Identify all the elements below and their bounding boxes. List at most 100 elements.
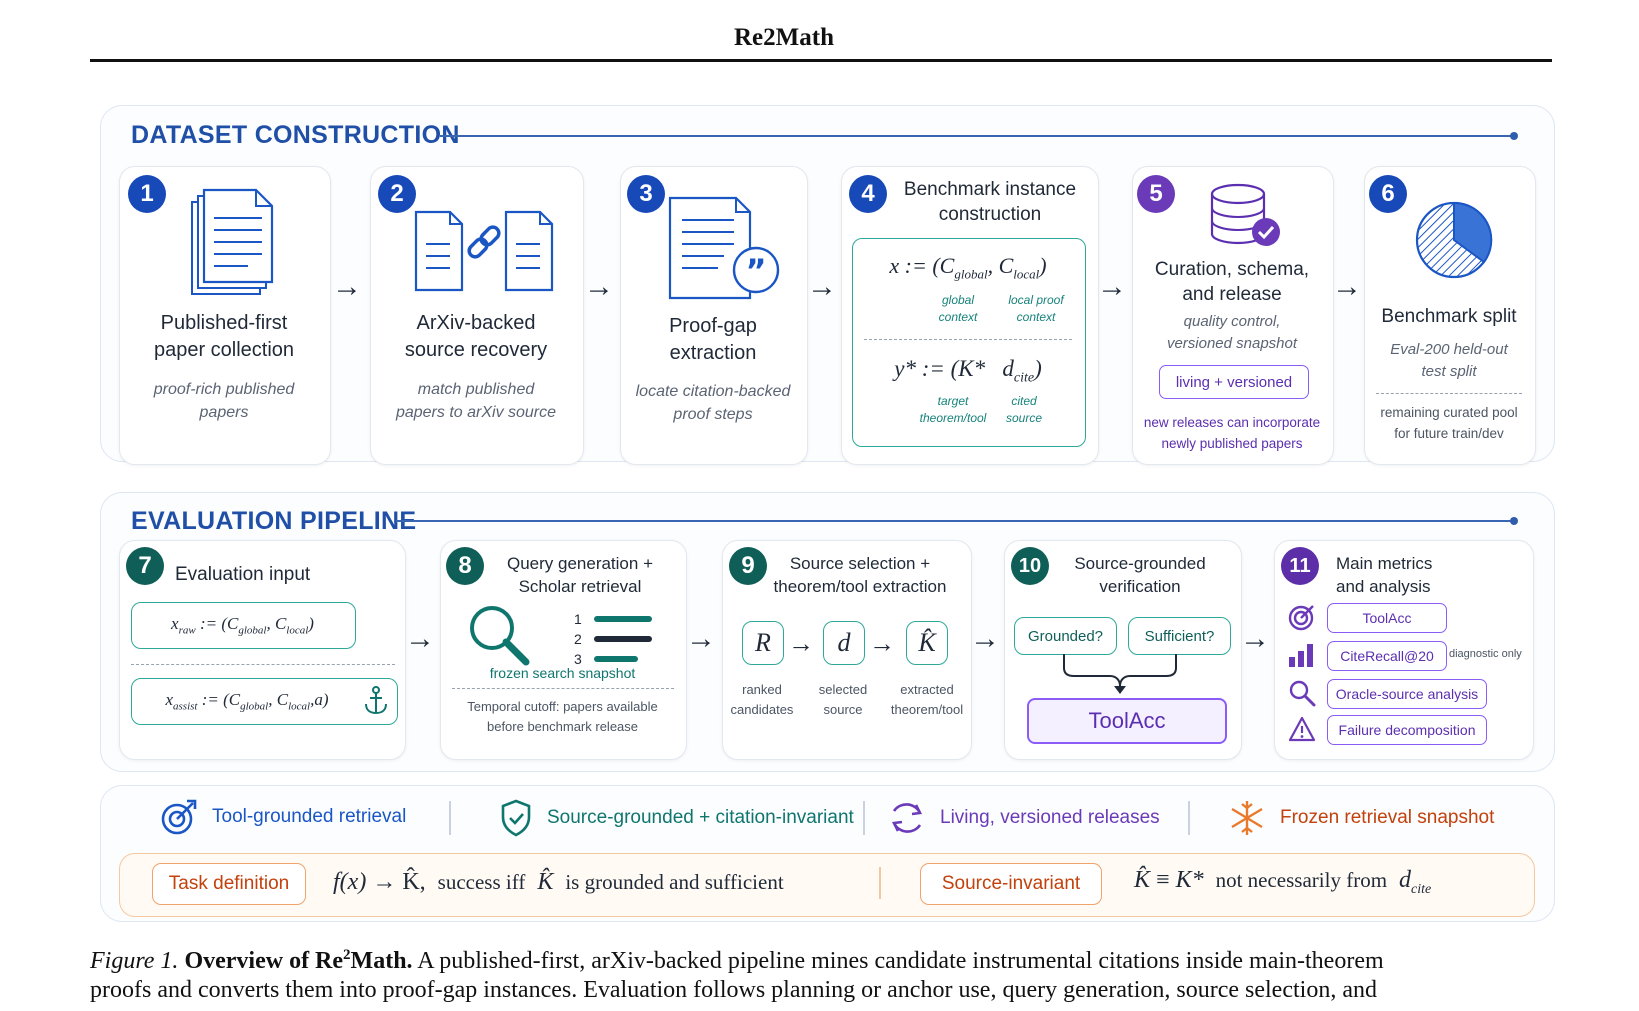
label-cited-line2: source	[1005, 411, 1043, 425]
step-6-divider	[1376, 393, 1522, 394]
caption-bold-post: Math.	[350, 948, 413, 974]
assist-rest: := (C	[197, 690, 241, 709]
rank-2: 2	[574, 631, 582, 647]
x-formula-local: local	[1013, 266, 1040, 282]
rank-bar-3	[594, 656, 638, 662]
step-badge-9: 9	[729, 547, 767, 585]
evaluation-section-line	[396, 520, 1512, 522]
y-formula-d: d	[1002, 356, 1014, 381]
caption-bold-pre: Overview of Re	[184, 948, 344, 974]
r-box: R	[742, 621, 784, 665]
rank-3: 3	[574, 651, 582, 667]
step-4-title-line1: Benchmark instance	[903, 179, 1077, 200]
step-4-title-line2: construction	[938, 204, 1042, 225]
flow-arrow-7-8: →	[405, 622, 435, 655]
evaluation-section-dot	[1510, 517, 1518, 525]
bar-chart-icon	[1289, 644, 1313, 667]
step-badge-10: 10	[1011, 547, 1049, 585]
label-local-context: local proof context	[993, 292, 1079, 326]
step-1-sub-line1: proof-rich published	[153, 381, 295, 398]
label-target-theorem: target theorem/tool	[910, 393, 996, 427]
step-7-title: Evaluation input	[175, 564, 311, 585]
figure-caption: Figure 1. Overview of Re2Math. A publish…	[90, 941, 1560, 1005]
assist-x: x	[165, 690, 174, 709]
target-arrow-icon	[161, 799, 197, 835]
step-2-title: ArXiv-backed source recovery	[370, 310, 582, 364]
caption-line-1: Figure 1. Overview of Re2Math. A publish…	[90, 941, 1560, 976]
pie-split-icon	[1415, 201, 1493, 279]
legend-sep-2	[863, 801, 865, 835]
task-arrow: → K̂,	[366, 869, 426, 895]
x-formula-end: )	[1039, 253, 1047, 278]
step-6-note-line2: for future train/dev	[1394, 426, 1504, 441]
step-badge-3: 3	[627, 175, 665, 213]
step-1-title-line1: Published-first	[160, 312, 288, 334]
task-definition-pill: Task definition	[152, 863, 306, 905]
assist-input-box	[131, 678, 398, 725]
step-badge-11: 11	[1281, 547, 1319, 585]
x-formula-global: global	[954, 266, 988, 282]
step-2-title-line1: ArXiv-backed	[416, 312, 536, 334]
inv-k: K̂	[1134, 867, 1151, 893]
task-formula: f(x) → K̂, success iff K̂ is grounded an…	[333, 869, 784, 896]
rank-1: 1	[574, 611, 582, 627]
step-5-note-line2: newly published papers	[1161, 436, 1303, 451]
step-8-title-line1: Query generation +	[506, 554, 653, 573]
x-formula-lhs: x := (C	[889, 253, 955, 278]
assist-global: global	[240, 700, 269, 713]
anchor-icon	[365, 686, 387, 715]
step-2-title-line2: source recovery	[404, 339, 548, 361]
task-success-text: success iff	[437, 870, 526, 894]
flow-arrow-8-9: →	[686, 622, 716, 655]
step-8-divider	[452, 688, 674, 689]
label-extracted-line1: extracted	[900, 682, 954, 697]
legend-living-releases: Living, versioned releases	[940, 807, 1160, 828]
step-8-title: Query generation + Scholar retrieval	[480, 552, 680, 598]
invariance-formula: K̂ ≡ K* not necessarily from dcite	[1134, 867, 1431, 898]
metric-failure-decomposition: Failure decomposition	[1327, 715, 1487, 745]
step-9-title-line1: Source selection +	[789, 554, 931, 573]
step-6-sub-line1: Eval-200 held-out	[1390, 341, 1508, 358]
label-ranked-line1: ranked	[742, 682, 782, 697]
inv-d: d	[1399, 867, 1412, 893]
x-formula-mid: , C	[987, 253, 1014, 278]
legend-sep-3	[1188, 801, 1190, 835]
flow-arrow-5-6: →	[1332, 270, 1362, 303]
step-5-title-line2: and release	[1182, 284, 1282, 305]
documents-icon	[191, 188, 274, 295]
raw-input-formula: xraw := (Cglobal, Clocal)	[131, 614, 354, 636]
step-3-title-line1: Proof-gap	[669, 315, 757, 337]
step-7-divider	[131, 664, 395, 665]
flow-arrow-r-d: →	[788, 628, 814, 658]
step-3-title-line2: extraction	[669, 342, 757, 364]
assist-sub: assist	[173, 700, 198, 713]
database-check-icon	[1210, 183, 1280, 246]
label-global-context: global context	[918, 292, 998, 326]
label-ranked-candidates: ranked candidates	[722, 680, 802, 720]
flow-arrow-3-4: →	[807, 270, 837, 303]
magnifier-icon	[1289, 680, 1316, 707]
step-card-8	[440, 540, 687, 760]
refresh-cycle-icon	[892, 803, 922, 833]
step-card-5	[1132, 166, 1334, 465]
label-global-line1: global	[941, 293, 975, 307]
inv-eq: ≡	[1156, 867, 1170, 893]
raw-mid: , C	[266, 614, 287, 633]
legend-source-grounded: Source-grounded + citation-invariant	[547, 807, 854, 828]
step-6-title: Benchmark split	[1381, 306, 1517, 327]
raw-x: x	[171, 614, 179, 633]
target-icon	[1288, 605, 1314, 631]
step-badge-8: 8	[446, 547, 484, 585]
rank-bar-1	[594, 616, 652, 622]
label-extracted-line2: theorem/tool	[890, 702, 964, 717]
flow-arrow-4-5: →	[1097, 270, 1127, 303]
label-selected-source: selected source	[808, 680, 878, 720]
step-3-sub-line1: locate citation-backed	[635, 383, 791, 400]
step-10-title-line2: verification	[1099, 577, 1181, 596]
step-1-title-line2: paper collection	[153, 339, 295, 361]
raw-local: local	[286, 624, 309, 637]
step-3-sub-line2: proof steps	[673, 406, 753, 423]
step-8-note-line1: Temporal cutoff: papers available	[467, 699, 658, 714]
step-8-note-line2: before benchmark release	[486, 719, 639, 734]
y-formula-cite: cite	[1013, 370, 1035, 386]
